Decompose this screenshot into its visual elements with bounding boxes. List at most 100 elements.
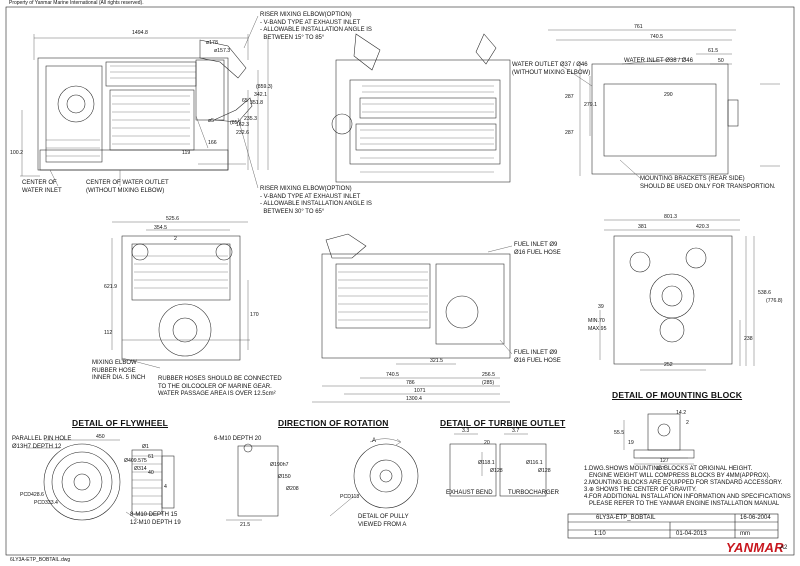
dim-1300-4: 1300.4 [406, 396, 422, 402]
title-rotation: DIRECTION OF ROTATION [278, 418, 389, 428]
dim-119: 119 [182, 150, 191, 156]
dim-162-3: 162.3 [236, 122, 249, 128]
note-riser-30-65: RISER MIXING ELBOW(OPTION) - V-BAND TYPE… [260, 186, 372, 215]
note-line: ENGINE WEIGHT WILL COMPRESS BLOCKS BY 4M… [584, 473, 771, 479]
label-water-inlet: WATER INLET Ø38 / Ø46 [624, 58, 693, 64]
dim-o190h7: Ø190h7 [270, 462, 289, 468]
dim-pcd333: PCD333.4 [34, 500, 58, 506]
dim-776-8: (776.8) [766, 298, 783, 304]
dim-55-5: 55.5 [614, 430, 625, 436]
dim-1494-8: 1494.8 [132, 30, 148, 36]
dim-61: 61 [148, 454, 154, 460]
label-turbocharger: TURBOCHARGER [508, 490, 560, 496]
dim-39: 39 [598, 304, 604, 310]
dim-3-7: 3.7 [512, 428, 520, 434]
dim-o128-b: Ø128 [538, 468, 551, 474]
dim-4: 4 [164, 484, 167, 490]
top-view-engine [331, 33, 511, 183]
note-line: PLEASE REFER TO THE YANMAR ENGINE INSTAL… [584, 501, 780, 507]
dim-859-3: (859.3) [256, 84, 273, 90]
label-mixing-elbow: MIXING ELBOW RUBBER HOSE INNER DIA. 5 IN… [92, 360, 146, 381]
dim-287-b: 287 [565, 130, 574, 136]
note-riser-15-85: RISER MIXING ELBOW(OPTION) - V-BAND TYPE… [260, 12, 372, 41]
dim-o1: Ø1 [142, 444, 149, 450]
label-detail-pully: DETAIL OF PULLY VIEWED FROM A [358, 514, 409, 528]
dim-801-3: 801.3 [664, 214, 677, 220]
dim-o116-1: Ø116.1 [526, 460, 543, 466]
right-top-view [548, 29, 780, 179]
front-view-engine [111, 221, 250, 369]
dim-19: 19 [628, 440, 634, 446]
label-view-a: A [372, 438, 377, 444]
dim-287-a: 287 [565, 94, 574, 100]
label-exhaust-bend: EXHAUST BEND [446, 490, 493, 496]
note-line: 3.⊕ SHOWS THE CENTER OF GRAVITY. [584, 487, 697, 493]
sheet-size: A2 [780, 545, 788, 551]
dim-285: (285) [482, 380, 495, 386]
dim-127: 127 [660, 458, 669, 464]
label-mounting-brackets: MOUNTING BRACKETS (REAR SIDE) SHOULD BE … [640, 176, 776, 190]
dim-252: 252 [664, 362, 673, 368]
dim-21-5: 21.5 [240, 522, 251, 528]
title-block-model: 6LY3A-ETP_BOBTAIL [596, 515, 656, 521]
dim-112: 112 [104, 330, 113, 336]
dim-85: (85°) [230, 120, 242, 126]
note-line: 1.DWG.SHOWS MOUNTING BLOCKS AT ORIGINAL … [584, 466, 753, 472]
label-m10-15: 8-M10 DEPTH 15 [130, 512, 178, 518]
dim-o208: Ø208 [286, 486, 299, 492]
title-flywheel: DETAIL OF FLYWHEEL [72, 418, 169, 428]
dim-238: 238 [744, 336, 753, 342]
dim-61-5: 61.5 [708, 48, 719, 54]
dim-170: 170 [250, 312, 259, 318]
dim-40: 40 [148, 470, 154, 476]
dim-20: 20 [484, 440, 490, 446]
leader-riser-top [243, 15, 259, 49]
label-m10-20: 6-M10 DEPTH 20 [214, 436, 262, 442]
dim-pcd118: PCD118 [340, 494, 360, 500]
dim-o150: Ø150 [278, 474, 291, 480]
sheet-border [5, 6, 795, 556]
dim-450: 450 [96, 434, 105, 440]
dim-321-5: 321.5 [430, 358, 443, 364]
dim-50: 50 [718, 58, 724, 64]
dim-14-2: 14.2 [676, 410, 687, 416]
dim-100-2: 100.2 [10, 150, 23, 156]
dim-232-6: 232.6 [236, 130, 249, 136]
yanmar-logo: YANMAR [726, 540, 784, 555]
note-line: 4.FOR ADDITIONAL INSTALLATION INFORMATIO… [584, 494, 791, 500]
dim-538-6: 538.6 [758, 290, 771, 296]
dim-o178: ø178 [206, 40, 218, 46]
label-m10-19: 12-M10 DEPTH 19 [130, 520, 181, 526]
title-turbine: DETAIL OF TURBINE OUTLET [440, 418, 566, 428]
dim-o128-a: Ø128 [490, 468, 503, 474]
dim-621-9: 621.9 [104, 284, 117, 290]
dim-min70: MIN.70 [588, 318, 605, 324]
label-center-water-inlet: CENTER OF WATER INLET [22, 180, 62, 194]
dim-381: 381 [638, 224, 647, 230]
side-view-engine [20, 34, 269, 187]
dim-420-3: 420.3 [696, 224, 709, 230]
dim-o157-3: ø157.3 [214, 48, 231, 54]
mounting-block-detail [623, 413, 695, 465]
title-mounting: DETAIL OF MOUNTING BLOCK [612, 390, 743, 400]
copyright-text: Property of Yanmar Marine International … [9, 0, 144, 6]
dim-pcd428: PCD428.6 [20, 492, 44, 498]
dim-o409: Ø409.575 [124, 458, 147, 464]
label-parallel-pin: PARALLEL PIN HOLE Ø13H7 DEPTH 12 [12, 436, 72, 450]
side-view2-engine [312, 233, 513, 403]
dim-2-mb: 2 [686, 420, 689, 426]
dim-354-5: 354.5 [154, 225, 167, 231]
title-block-date1: 16-06-2004 [740, 515, 771, 521]
turbine-detail [449, 433, 547, 497]
rear-view-engine [599, 219, 755, 371]
label-water-outlet: WATER OUTLET Ø37 / Ø46 (WITHOUT MIXING E… [512, 62, 591, 76]
label-rubber-hoses: RUBBER HOSES SHOULD BE CONNECTED TO THE … [158, 376, 282, 397]
dim-786: 786 [406, 380, 415, 386]
label-fuel-inlet-top: FUEL INLET Ø9 Ø16 FUEL HOSE [514, 242, 561, 256]
leader-riser-bottom [237, 117, 259, 189]
title-block-unit: mm [740, 531, 750, 537]
dim-740-5b: 740.5 [386, 372, 399, 378]
dim-o314: Ø314 [134, 466, 147, 472]
flywheel-detail [26, 439, 175, 521]
